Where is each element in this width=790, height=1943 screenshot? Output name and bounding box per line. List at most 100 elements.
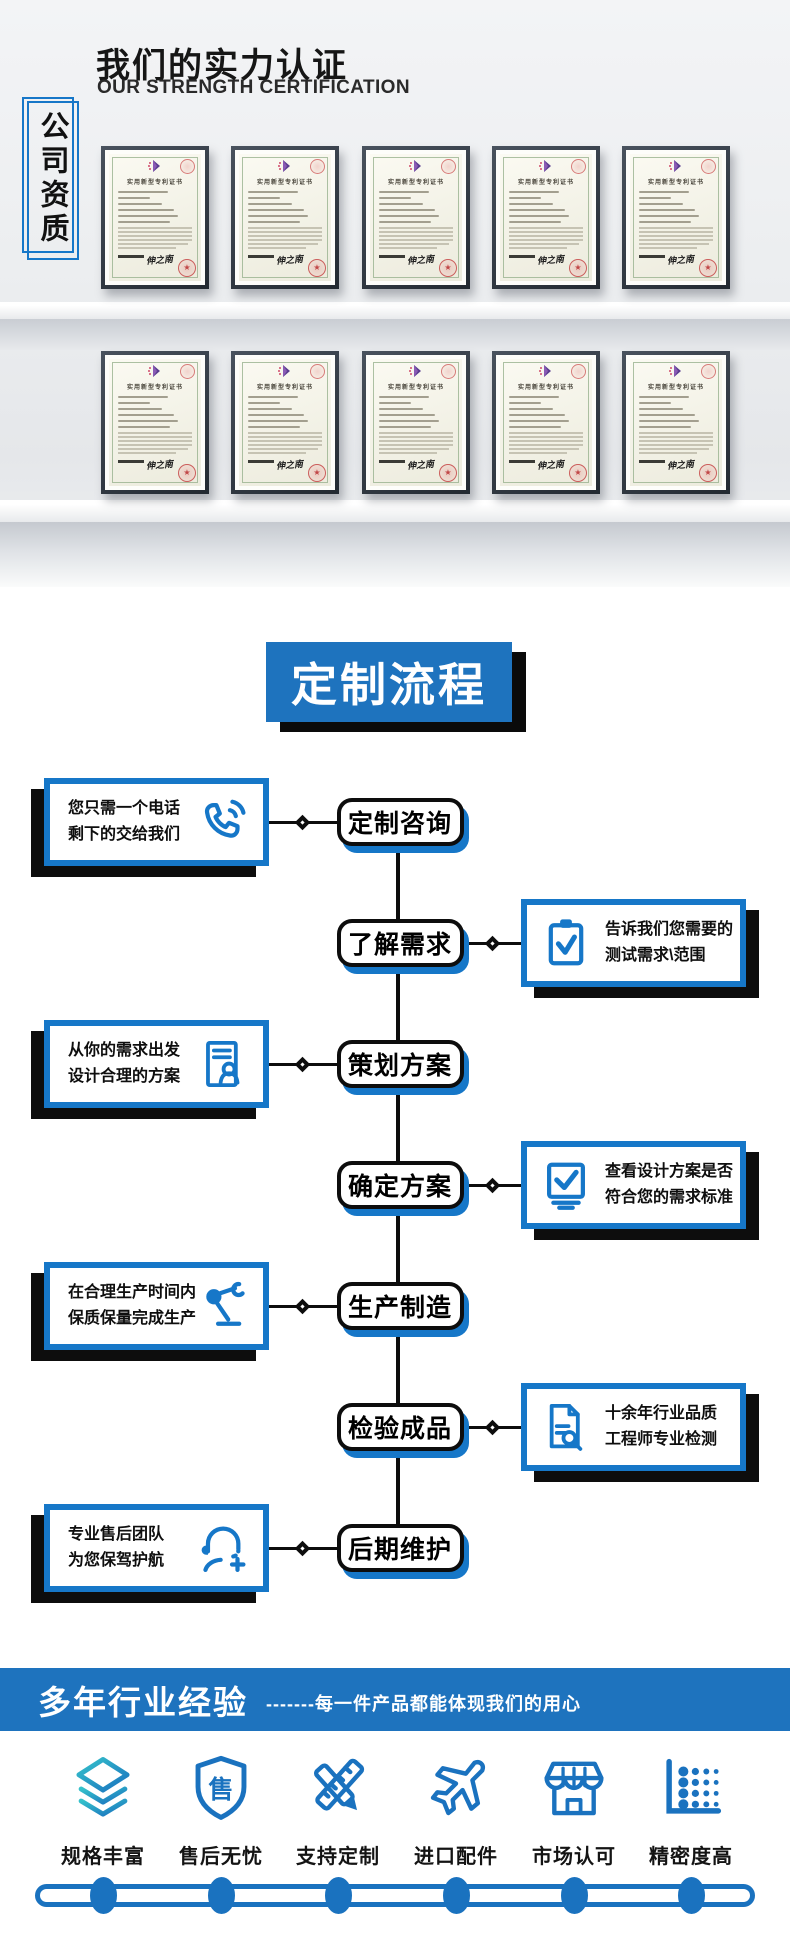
flow-note-box-3: 从你的需求出发设计合理的方案 bbox=[44, 1020, 269, 1108]
red-seal-icon bbox=[310, 159, 325, 174]
text-line bbox=[118, 414, 174, 416]
text-line bbox=[118, 420, 178, 422]
certificate-paper: 实用新型专利证书伸之南★ bbox=[109, 154, 201, 281]
text-line bbox=[509, 408, 553, 410]
text-line bbox=[379, 243, 449, 245]
timeline-dot bbox=[324, 1877, 352, 1914]
text-line bbox=[379, 215, 439, 217]
red-stamp-icon: ★ bbox=[178, 259, 196, 277]
timeline-dot bbox=[442, 1877, 470, 1914]
text-line bbox=[509, 191, 559, 193]
text-line bbox=[639, 444, 713, 446]
text-line bbox=[379, 227, 453, 229]
text-line bbox=[639, 426, 691, 428]
certificate-frame: 实用新型专利证书伸之南★ bbox=[231, 351, 339, 494]
text-line bbox=[639, 452, 697, 454]
text-line bbox=[509, 452, 567, 454]
certificate-title: 实用新型专利证书 bbox=[517, 180, 574, 186]
certificate-paper: 实用新型专利证书伸之南★ bbox=[500, 359, 592, 486]
flow-diamond-connector bbox=[484, 935, 501, 951]
text-line bbox=[509, 396, 559, 398]
certificate-paragraph bbox=[118, 432, 192, 456]
text-line bbox=[118, 227, 192, 229]
certificate-title: 实用新型专利证书 bbox=[387, 385, 444, 391]
red-seal-icon bbox=[571, 159, 586, 174]
text-line bbox=[639, 231, 713, 233]
text-line bbox=[639, 448, 709, 450]
text-line bbox=[118, 452, 176, 454]
red-seal-icon bbox=[701, 364, 716, 379]
text-line bbox=[639, 209, 695, 211]
text-line bbox=[379, 426, 431, 428]
certificate-paper: 实用新型专利证书伸之南★ bbox=[239, 359, 331, 486]
patent-logo-icon bbox=[668, 159, 684, 173]
certificate-inner-border bbox=[373, 362, 459, 483]
shelf-shadow-1 bbox=[0, 319, 790, 350]
text-line bbox=[118, 396, 168, 398]
text-line bbox=[248, 221, 300, 223]
patent-logo-icon bbox=[668, 364, 684, 378]
shelf-shadow-2 bbox=[0, 522, 790, 587]
text-line bbox=[639, 396, 689, 398]
red-stamp-icon: ★ bbox=[439, 464, 457, 482]
certificate-info-lines bbox=[639, 191, 699, 227]
text-line bbox=[639, 221, 691, 223]
red-seal-icon bbox=[180, 159, 195, 174]
certificate-title: 实用新型专利证书 bbox=[387, 180, 444, 186]
pencil-ruler-icon bbox=[303, 1754, 373, 1824]
certificate-inner-border bbox=[112, 362, 198, 483]
text-line bbox=[118, 191, 168, 193]
text-line bbox=[379, 408, 423, 410]
certificate-paper: 实用新型专利证书伸之南★ bbox=[630, 154, 722, 281]
flow-diamond-connector bbox=[294, 1298, 311, 1314]
text-line bbox=[379, 191, 429, 193]
text-line bbox=[639, 203, 683, 205]
certificate-code-bar bbox=[639, 255, 665, 258]
flow-note-box-4: 查看设计方案是否符合您的需求标准 bbox=[521, 1141, 746, 1229]
text-line bbox=[248, 191, 298, 193]
certificate-inner-border bbox=[242, 157, 328, 278]
patent-logo-icon bbox=[147, 364, 163, 378]
text-line bbox=[379, 396, 429, 398]
feature-label: 售后无忧 bbox=[179, 1846, 263, 1868]
text-line bbox=[509, 209, 565, 211]
text-line bbox=[248, 396, 298, 398]
patent-logo-icon bbox=[538, 159, 554, 173]
shelf-board-1 bbox=[0, 302, 790, 319]
certificate-matte: 实用新型专利证书伸之南★ bbox=[496, 355, 596, 490]
certificate-frame: 实用新型专利证书伸之南★ bbox=[101, 351, 209, 494]
certificate-info-lines bbox=[379, 191, 439, 227]
side-label-frame-outer bbox=[22, 97, 74, 253]
feature-label: 进口配件 bbox=[414, 1846, 498, 1868]
certificate-info-lines bbox=[509, 191, 569, 227]
flow-diamond-connector bbox=[294, 814, 311, 830]
text-line bbox=[248, 444, 322, 446]
shield-sale-icon: 售 bbox=[186, 1754, 256, 1824]
storefront-icon bbox=[539, 1754, 609, 1824]
certificate-info-lines bbox=[509, 396, 569, 432]
monitor-check-icon bbox=[539, 1158, 593, 1212]
text-line bbox=[118, 221, 170, 223]
certificate-code-bar bbox=[118, 460, 144, 463]
red-stamp-icon: ★ bbox=[569, 259, 587, 277]
certificate-signature: 伸之南 bbox=[275, 253, 304, 267]
certificate-inner-border bbox=[633, 362, 719, 483]
text-line bbox=[509, 243, 579, 245]
text-line bbox=[118, 197, 150, 199]
text-line bbox=[509, 235, 583, 237]
certificate-signature: 伸之南 bbox=[145, 458, 174, 472]
text-line bbox=[379, 414, 435, 416]
text-line bbox=[639, 408, 683, 410]
text-line bbox=[379, 235, 453, 237]
certificate-paragraph bbox=[639, 227, 713, 251]
certificate-matte: 实用新型专利证书伸之南★ bbox=[626, 150, 726, 285]
text-line bbox=[509, 448, 579, 450]
text-line bbox=[509, 444, 583, 446]
red-seal-icon bbox=[701, 159, 716, 174]
certificate-matte: 实用新型专利证书伸之南★ bbox=[366, 150, 466, 285]
text-line bbox=[509, 247, 567, 249]
certificate-paragraph bbox=[118, 227, 192, 251]
flow-note-text: 告诉我们您需要的测试需求\范围 bbox=[605, 921, 734, 964]
red-stamp-icon: ★ bbox=[308, 464, 326, 482]
